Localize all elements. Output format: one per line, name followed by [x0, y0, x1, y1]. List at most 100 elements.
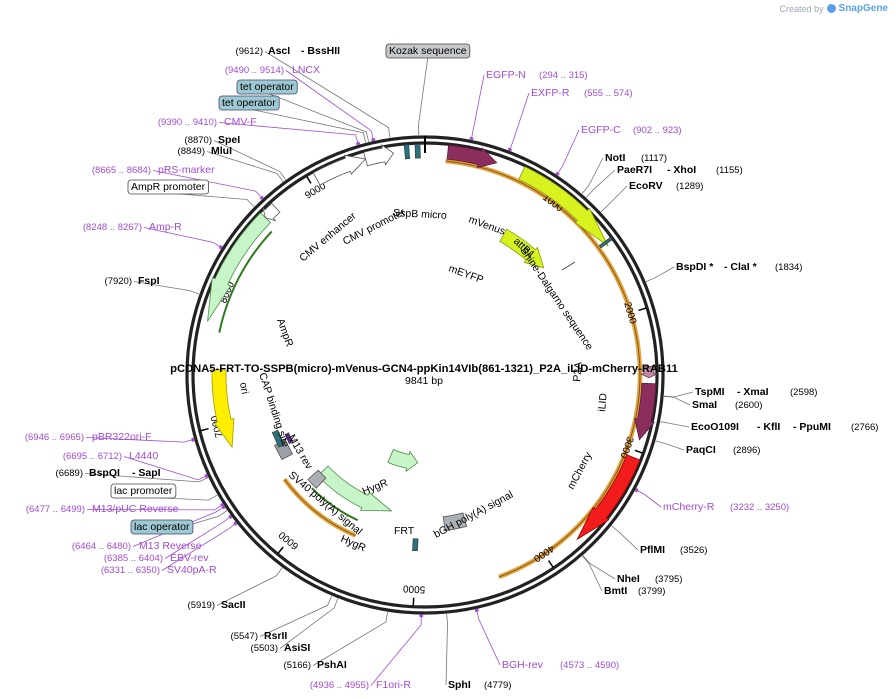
site-label-pos: (1289): [676, 181, 703, 192]
site-label-enzyme: PshAI: [317, 659, 347, 671]
tick-label: 6000: [277, 528, 302, 551]
feature-arrow-meyfp: [499, 228, 545, 269]
site-label-enzyme: MluI: [211, 145, 232, 157]
leader-line-layer: [84, 51, 694, 686]
ampr-orf-line: [218, 230, 273, 333]
site-label-boxwhite: lac promoter: [114, 485, 173, 497]
site-label-enzyme: EcoRV: [629, 180, 663, 192]
site-label-enzyme: TspMI: [695, 386, 725, 398]
leader-line: [168, 192, 255, 207]
site-label-enzyme: SmaI: [692, 399, 717, 411]
primer-site-mark: [469, 136, 474, 141]
leader-line: [556, 129, 580, 175]
primer-site-mark: [228, 514, 233, 520]
feature-tag-box: [236, 79, 298, 95]
site-label-primerpos: (6946 .. 6965): [25, 432, 84, 443]
site-label-primer: L4440: [129, 450, 158, 462]
feature-tag-box: [110, 483, 177, 499]
feature-label: bGH poly(A) signal: [432, 489, 515, 541]
leader-line: [133, 281, 200, 295]
feature-arrow-bgh-poly-a-signal: [442, 512, 468, 532]
leader-line: [312, 611, 388, 666]
site-label-pos: (4779): [484, 680, 511, 691]
feature-arrow-tet-operators: [403, 144, 411, 160]
site-label-boxblue: lac operator: [134, 521, 190, 533]
site-label-primer: EXFP-R: [531, 87, 570, 99]
site-label-primerpos: (6477 .. 6499): [26, 504, 85, 515]
feature-layer: [207, 143, 658, 552]
site-label-enzyme: BmtI: [604, 585, 627, 597]
leader-line: [476, 609, 501, 666]
site-label-primer: mCherry-R: [663, 501, 715, 513]
feature-arrow-hygr: [387, 449, 419, 473]
site-label-enzyme: PaqCI: [686, 444, 716, 456]
site-label-primer: LNCX: [292, 64, 320, 76]
leader-line: [655, 440, 685, 451]
leader-line: [259, 595, 332, 637]
site-label-primerpos: (6464 .. 6480): [72, 541, 131, 552]
feature-tag-box: [218, 95, 280, 111]
plasmid-name: pCDNA5-FRT-TO-SSPB(micro)-mVenus-GCN4-pp…: [170, 363, 678, 375]
leader-line: [152, 170, 263, 199]
feature-tag-box: [385, 43, 471, 59]
snapgene-brand: Created by SnapGene: [780, 3, 889, 14]
orf-track-hyg-core: [284, 479, 356, 537]
frt-mark: [412, 538, 419, 552]
site-label-enzyme: SacII: [221, 599, 246, 611]
feature-label: Shine-Dalgarno sequence: [518, 245, 596, 353]
leader-line: [664, 391, 694, 398]
hygr-orf-line: [311, 487, 359, 522]
site-label-pos: (5547): [231, 631, 258, 642]
tick-label: 9000: [303, 181, 328, 202]
site-label-pos: (2598): [790, 387, 817, 398]
site-label-pos: (1834): [775, 262, 802, 273]
feature-label: mEYFP: [447, 263, 485, 287]
leader-line: [445, 613, 448, 686]
site-label-primer: pRS-marker: [158, 164, 215, 176]
site-label-pos: (1155): [716, 165, 743, 176]
site-label-boxblue: tet operator: [222, 97, 276, 109]
primer-site-mark: [371, 138, 376, 142]
leader-line: [418, 56, 429, 136]
leader-line: [582, 555, 616, 580]
feature-arrow-ilid: [634, 382, 657, 441]
feature-label: ori: [237, 381, 251, 395]
leader-line: [600, 185, 628, 213]
primer-site-mark: [634, 487, 639, 493]
site-label-primer: pBR322ori-F: [92, 431, 152, 443]
site-label-enzyme: AscI: [268, 45, 290, 57]
site-label-enzyme: SphI: [448, 679, 471, 691]
site-label-primer: BGH-rev: [502, 659, 544, 671]
leader-line: [132, 506, 225, 547]
feature-tag-box: [130, 519, 194, 535]
site-label-primer: SV40pA-R: [167, 564, 217, 576]
feature-tag-box: [127, 179, 210, 195]
leader-line: [664, 395, 691, 406]
site-label-enzyme: PaeR7I: [617, 164, 652, 176]
site-label-enzyme: - XmaI: [737, 386, 769, 398]
site-label-pos: (5503): [251, 643, 278, 654]
site-label-primer: CMV-F: [224, 116, 257, 128]
site-label-primerpos: (555 .. 574): [584, 88, 633, 99]
feature-label: mVenus: [467, 214, 507, 238]
tick-mark: [200, 427, 209, 432]
attb1-mark: [598, 236, 613, 249]
brand-prefix: Created by: [779, 3, 824, 14]
leader-line: [370, 614, 422, 686]
leader-line: [213, 140, 286, 180]
site-label-pos: (3526): [680, 545, 707, 556]
leader-line: [582, 555, 603, 592]
feature-arrow-sv40-poly-a-signal: [307, 469, 327, 489]
site-label-enzyme: AsiSI: [284, 642, 310, 654]
tick-mark: [548, 560, 554, 568]
site-label-primer: EBV-rev: [170, 552, 209, 564]
site-label-primerpos: (4936 .. 4955): [310, 680, 369, 691]
site-label-primer: F1ori-R: [376, 679, 411, 691]
site-label-pos: (8870): [185, 135, 212, 146]
site-label-enzyme: SpeI: [218, 134, 240, 146]
orf-track-main-core: [445, 160, 641, 578]
primer-site-mark: [233, 521, 238, 526]
snapgene-logo-icon: [826, 4, 836, 13]
feature-label: CAP binding site: [256, 371, 291, 449]
